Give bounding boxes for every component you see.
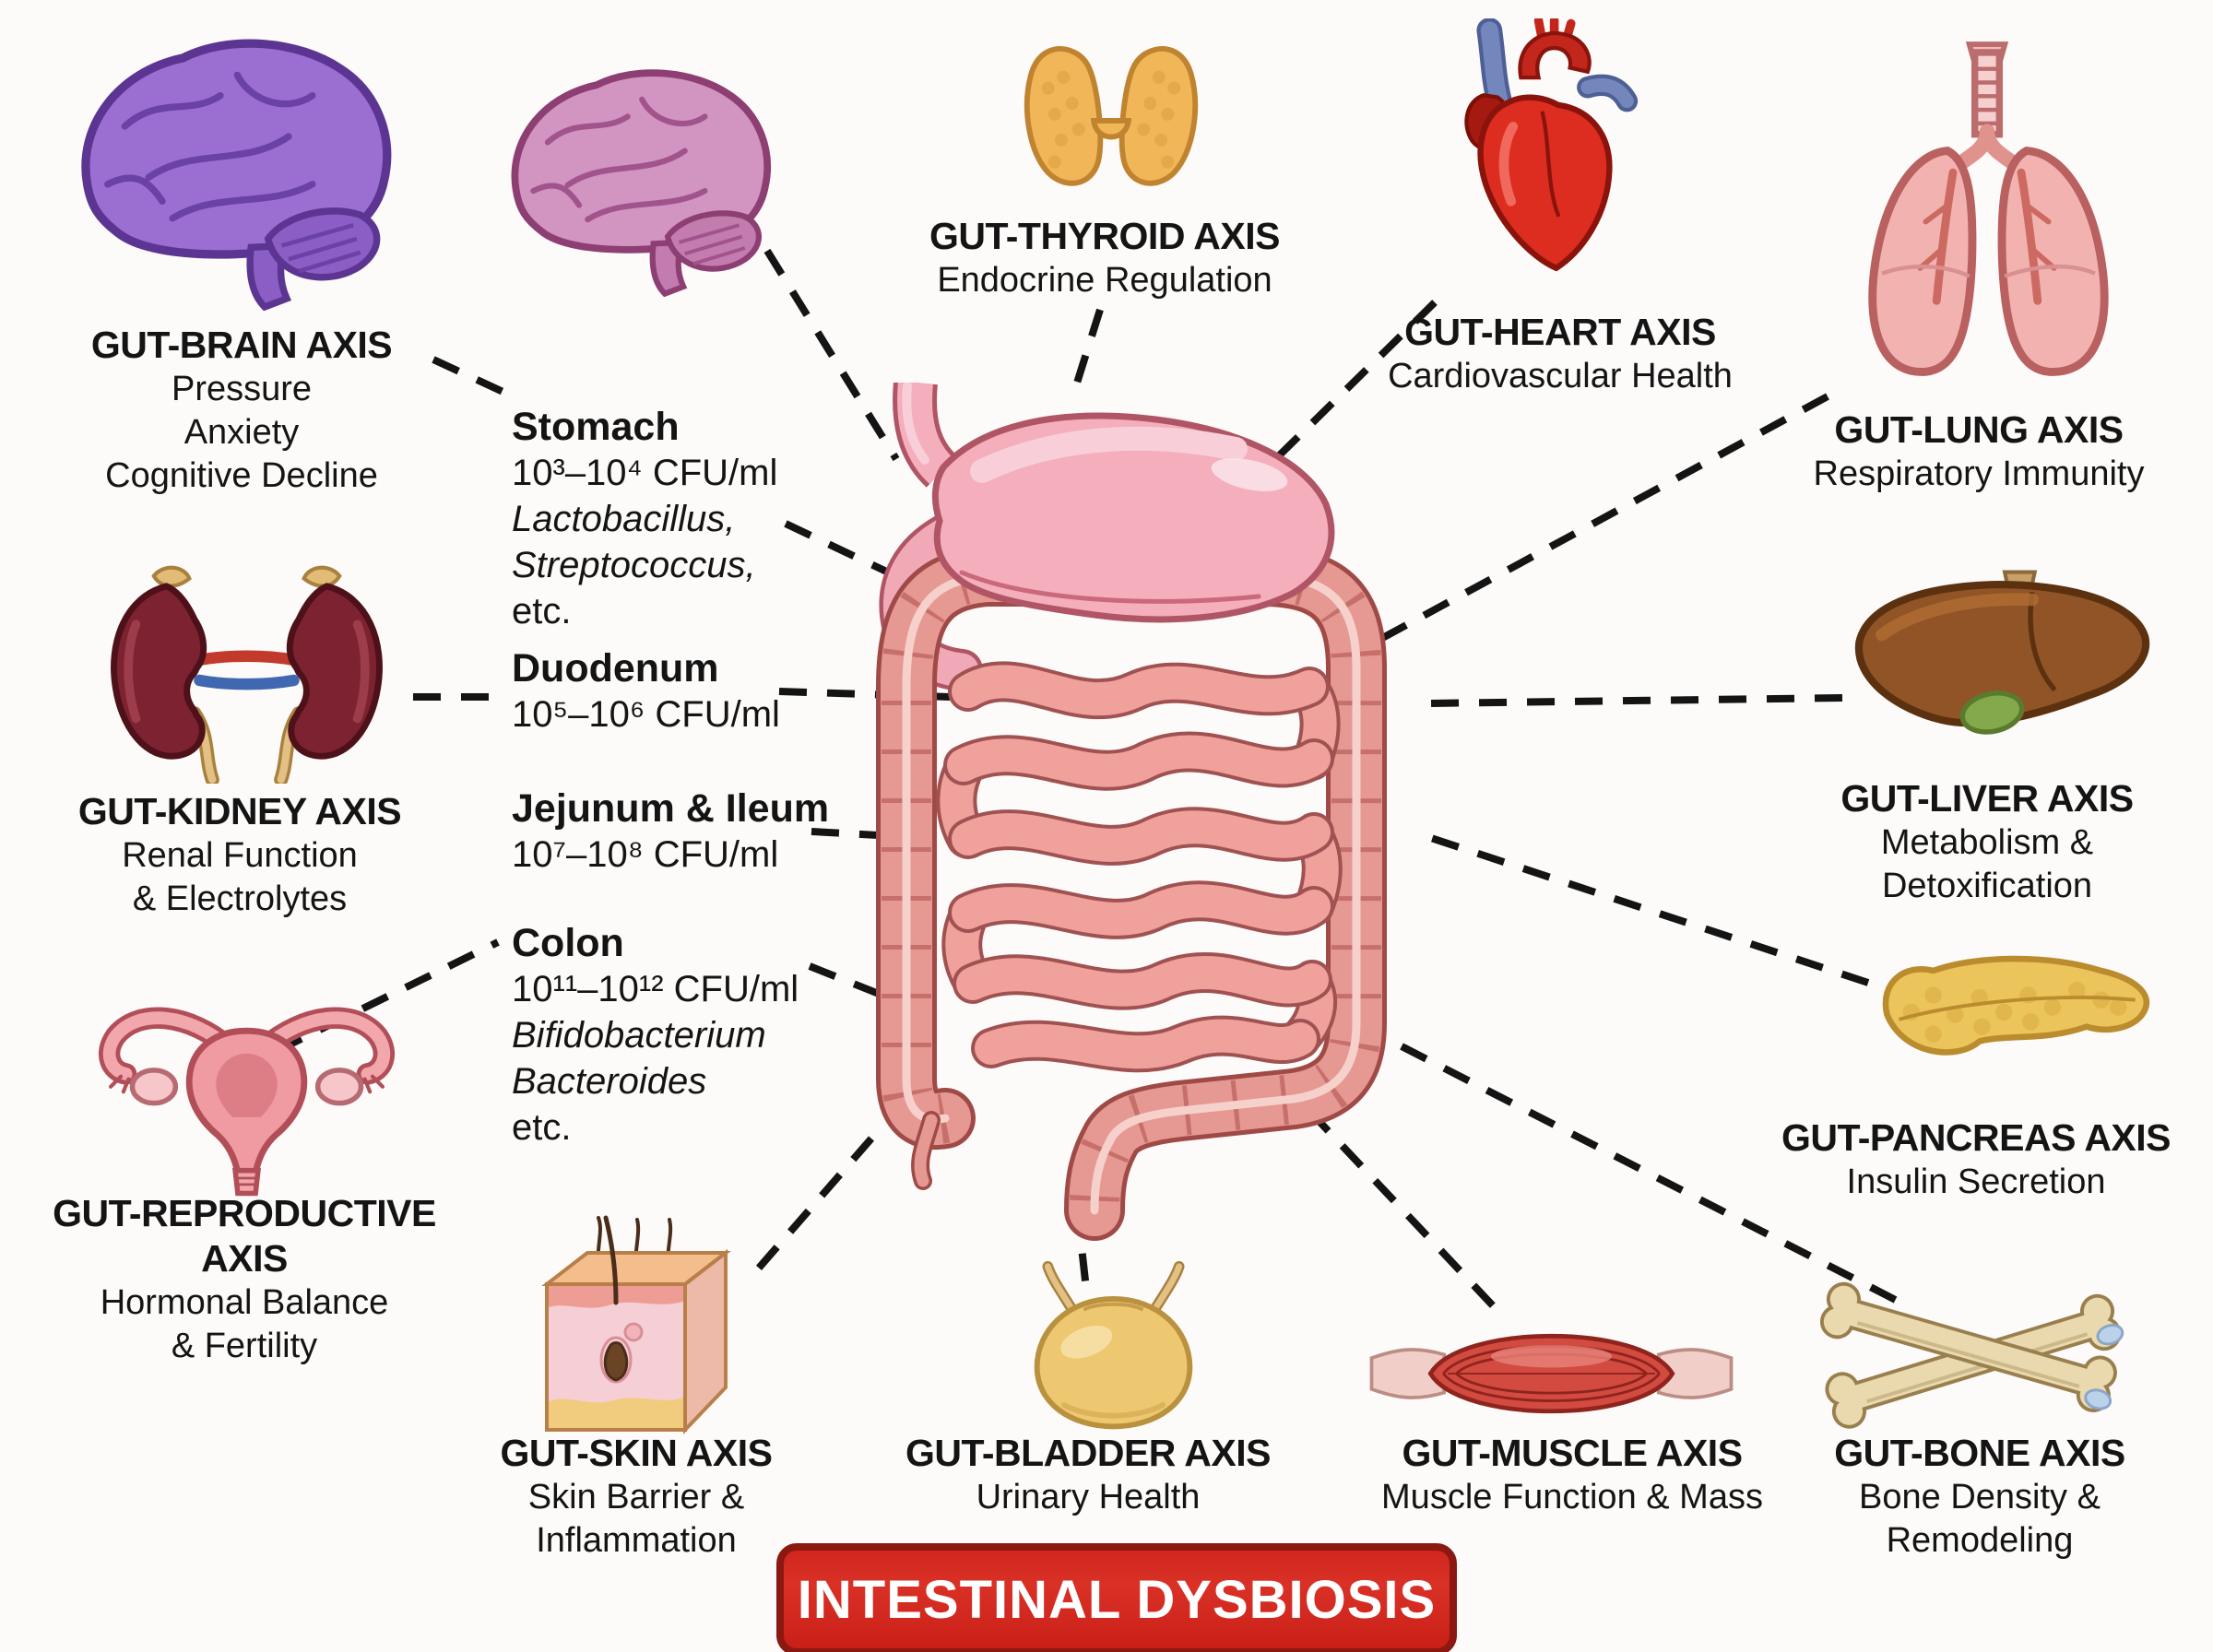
axis-effect: Hormonal Balance [100,1283,389,1322]
kidneys-icon [111,565,383,784]
gut-region-name: Colon [512,921,624,965]
muscle-icon [1369,1333,1734,1414]
connector-heart [1196,300,1438,537]
axis-title: GUT-LIVER AXIS [1840,777,2134,820]
axis-effect: Endocrine Regulation [937,261,1272,300]
intestinal-dysbiosis-banner: INTESTINAL DYSBIOSIS [776,1543,1457,1652]
connector-skin [745,1136,875,1282]
axis-label-pancreas: GUT-PANCREAS AXIS Insulin Secretion [1736,1115,2213,1204]
gut-region-etc: etc. [512,1107,572,1148]
connector-reproductive [275,938,500,1055]
gut-region-name: Jejunum & Ileum [512,786,830,831]
axis-title: GUT-REPRODUCTIVE AXIS [53,1192,436,1280]
gut-region-species: Streptococcus, [512,545,756,585]
connector-thyroid [1070,308,1104,396]
axis-title: GUT-SKIN AXIS [500,1432,773,1474]
axis-title: GUT-KIDNEY AXIS [77,790,402,832]
skin-icon [541,1215,731,1434]
gut-region-stomach: Stomach 10³–10⁴ CFU/ml Lactobacillus, St… [512,404,777,634]
axis-label-lung: GUT-LUNG AXIS Respiratory Immunity [1767,407,2191,496]
bladder-icon [1034,1261,1193,1430]
gut-region-cfu: 10⁵–10⁶ CFU/ml [512,694,780,735]
axis-effect: Metabolism & [1880,823,2094,862]
axis-label-reproductive: GUT-REPRODUCTIVE AXIS Hormonal Balance &… [18,1191,470,1368]
axis-effect: Muscle Function & Mass [1381,1478,1763,1516]
liver-icon [1854,570,2150,735]
thyroid-icon [1024,46,1199,186]
axis-label-brain: GUT-BRAIN AXIS Pressure Anxiety Cognitiv… [30,323,454,498]
lungs-icon [1868,41,2109,376]
gut-region-etc: etc. [512,591,572,631]
gut-region-species: Bifidobacterium [512,1015,766,1056]
axis-effect: Anxiety [183,413,300,452]
gut-region-cfu: 10¹¹–10¹² CFU/ml [512,969,799,1009]
axis-effect: Urinary Health [976,1478,1201,1516]
gut-illustration [876,383,1387,1241]
connector-liver [1426,694,1843,707]
gut-region-name: Stomach [512,405,680,449]
axis-effect: Bone Density & [1859,1478,2101,1516]
axis-effect: Pressure [171,370,313,408]
axis-label-bone: GUT-BONE AXIS Bone Density & Remodeling [1768,1431,2192,1563]
axis-effect: Cognitive Decline [105,456,378,495]
axis-effect: Remodeling [1886,1521,2074,1560]
pancreas-icon [1882,955,2150,1056]
axis-title: GUT-BRAIN AXIS [90,324,393,366]
gut-region-cfu: 10³–10⁴ CFU/ml [512,453,778,493]
axis-title: GUT-MUSCLE AXIS [1402,1432,1743,1474]
axis-effect: Inflammation [536,1521,737,1560]
axis-label-kidney: GUT-KIDNEY AXIS Renal Function & Electro… [28,789,452,921]
bone-upper [1819,1281,2117,1413]
brain-pink-icon [511,69,771,298]
connector-brain-a [432,356,511,398]
axis-effect: Cardiovascular Health [1388,357,1733,395]
axis-effect: Respiratory Immunity [1813,454,2145,493]
axis-label-skin: GUT-SKIN AXIS Skin Barrier & Inflammatio… [424,1431,848,1563]
axis-label-liver: GUT-LIVER AXIS Metabolism & Detoxificati… [1775,776,2199,908]
gut-region-species: Lactobacillus, [512,499,736,539]
brain-purple-icon [81,39,392,311]
connector-pancreas [1418,831,1870,986]
connector-lung [1374,393,1829,645]
axis-effect: Skin Barrier & [527,1478,745,1516]
connector-brain2 [763,248,900,462]
axis-label-heart: GUT-HEART AXIS Cardiovascular Health [1348,310,1772,398]
gut-region-name: Duodenum [512,646,719,690]
gut-region-jejunum-ileum: Jejunum & Ileum 10⁷–10⁸ CFU/ml [512,785,829,878]
gallbladder [1959,690,2025,735]
gut-region-colon: Colon 10¹¹–10¹² CFU/ml Bifidobacterium B… [512,920,799,1150]
axis-title: GUT-PANCREAS AXIS [1781,1116,2172,1159]
axis-effect: Renal Function [122,836,358,875]
axis-title: GUT-LUNG AXIS [1834,408,2124,451]
uterus-icon [98,1007,396,1197]
axis-effect: Insulin Secretion [1846,1162,2106,1201]
connector-jejunum [811,828,879,839]
axis-effect: Detoxification [1881,867,2093,905]
gut-region-species: Bacteroides [512,1061,707,1102]
axis-effect: & Fertility [171,1327,318,1365]
bones-icon [1819,1281,2124,1429]
axis-title: GUT-THYROID AXIS [929,215,1281,257]
axis-title: GUT-BLADDER AXIS [905,1432,1271,1474]
axis-label-bladder: GUT-BLADDER AXIS Urinary Health [876,1431,1300,1519]
axis-label-muscle: GUT-MUSCLE AXIS Muscle Function & Mass [1332,1431,1812,1519]
banner-label: INTESTINAL DYSBIOSIS [797,1569,1437,1630]
axis-title: GUT-HEART AXIS [1404,311,1716,353]
axis-title: GUT-BONE AXIS [1834,1432,2125,1474]
axis-effect: & Electrolytes [132,879,348,918]
axis-label-thyroid: GUT-THYROID AXIS Endocrine Regulation [893,214,1317,302]
gut-region-cfu: 10⁷–10⁸ CFU/ml [512,834,779,875]
heart-icon [1464,18,1639,272]
gut-region-duodenum: Duodenum 10⁵–10⁶ CFU/ml [512,645,780,738]
